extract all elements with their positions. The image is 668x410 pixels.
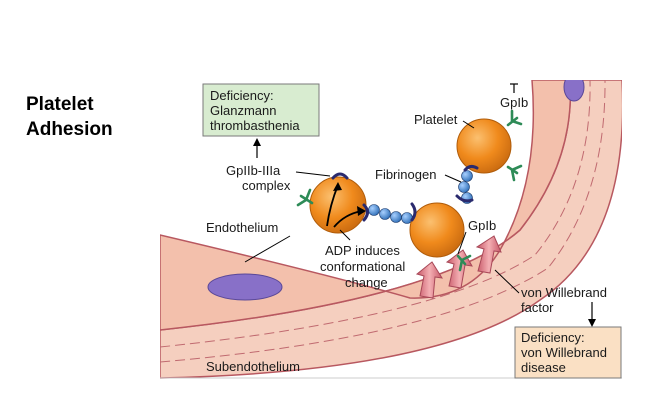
gp1b-receptors [296,109,523,272]
endothelium-label: Endothelium [206,220,278,235]
adp-label-line1: ADP induces [325,243,400,258]
gp2b3a-label-line2: complex [242,178,291,193]
vwd-box-line3: disease [521,360,566,375]
vwd-box-line2: von Willebrand [521,345,607,360]
gp2b3a-receptors [331,164,479,222]
glanzmann-box-line3: thrombasthenia [210,118,300,133]
fibrinogen-label: Fibrinogen [375,167,436,182]
glanzmann-box-line1: Deficiency: [210,88,274,103]
glanzmann-box: Deficiency: Glanzmann thrombasthenia [202,83,320,137]
endothelial-nucleus-top [563,80,585,102]
adp-label-line3: change [345,275,388,290]
endothelial-nucleus [207,273,283,301]
gp2b3a-label-line1: GpIIb-IIIa [226,163,281,178]
platelet-top [456,118,512,174]
vwf-label-line1: von Willebrand [521,285,607,300]
vwd-box: Deficiency: von Willebrand disease [514,326,622,379]
gp1b-top-label: GpIb [500,95,528,110]
vwf-label-line2: factor [521,300,554,315]
fibrinogen-chain [368,170,473,224]
adp-label-line2: conformational [320,259,405,274]
platelet-bottom [409,202,465,258]
glanzmann-box-line2: Glanzmann [210,103,276,118]
callout-lines [244,120,520,294]
slide-title: Platelet Adhesion [26,94,113,140]
subendothelium-label: Subendothelium [206,359,300,374]
vwd-box-line1: Deficiency: [521,330,585,345]
platelet-label: Platelet [414,112,458,127]
gp1b-lower-label: GpIb [468,218,496,233]
